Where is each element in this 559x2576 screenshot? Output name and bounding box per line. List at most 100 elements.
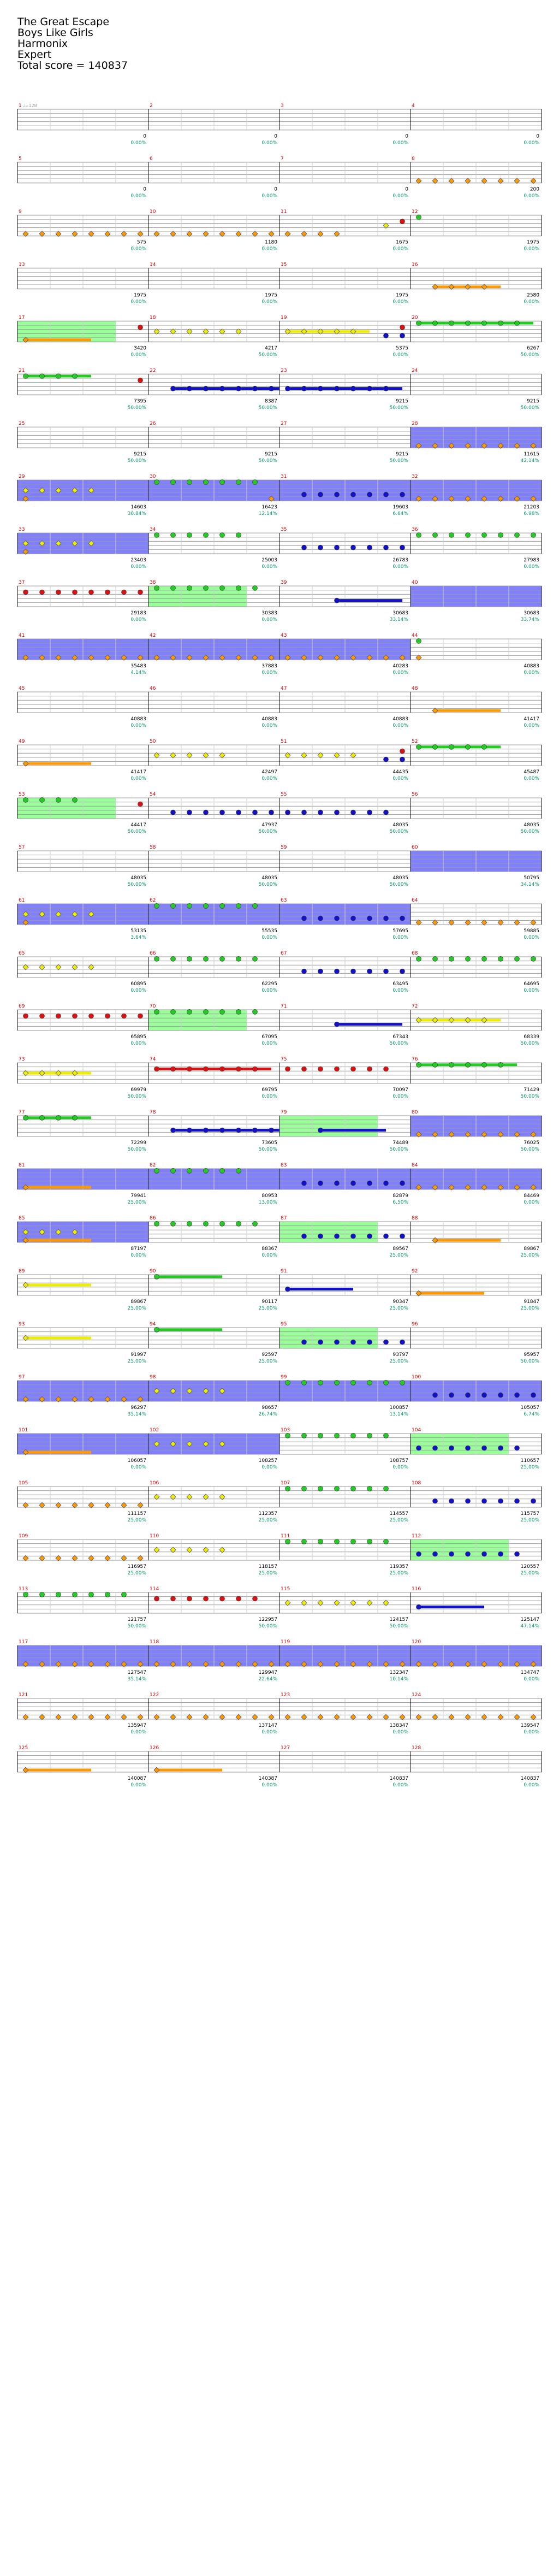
measure-score: 40883 xyxy=(261,716,277,722)
orange-note xyxy=(530,1184,537,1191)
measure-percent: 50.00% xyxy=(521,1094,540,1099)
measure-percent: 0.00% xyxy=(261,723,277,729)
total-score: Total score = 140837 xyxy=(17,60,128,72)
orange-note xyxy=(22,1237,29,1243)
yellow-note xyxy=(317,752,324,759)
tempo-label: ♩=128 xyxy=(23,103,37,108)
green-note xyxy=(23,373,28,379)
orange-note xyxy=(22,1767,29,1773)
green-note xyxy=(170,1221,176,1227)
blue-note xyxy=(236,1127,241,1133)
measure-number: 111 xyxy=(281,1533,290,1539)
measure-score: 9215 xyxy=(396,399,408,404)
yellow-note xyxy=(383,1600,389,1606)
orange-note xyxy=(415,919,422,926)
measure-number: 127 xyxy=(281,1745,290,1751)
green-note xyxy=(154,1274,159,1280)
orange-note xyxy=(268,230,275,237)
measure-percent: 0.00% xyxy=(130,1730,146,1735)
orange-note xyxy=(301,230,307,237)
yellow-note xyxy=(22,540,29,547)
orange-note xyxy=(465,1184,471,1191)
blue-note xyxy=(367,491,372,498)
orange-note xyxy=(284,230,291,237)
green-note xyxy=(465,320,471,326)
red-note xyxy=(23,589,28,595)
blue-note xyxy=(350,1339,356,1345)
green-note xyxy=(187,1221,192,1227)
measure-number: 98 xyxy=(150,1375,156,1380)
measure-score: 40883 xyxy=(393,716,408,722)
red-note xyxy=(121,1013,127,1019)
measure-percent: 25.00% xyxy=(259,1359,278,1364)
measure-percent: 50.00% xyxy=(259,882,278,887)
measure-number: 45 xyxy=(19,686,25,691)
green-note xyxy=(449,744,454,750)
yellow-note xyxy=(186,1388,193,1394)
measure-number: 110 xyxy=(150,1533,159,1539)
measure-score: 8387 xyxy=(265,399,277,404)
orange-note xyxy=(170,230,176,237)
red-note xyxy=(88,589,94,595)
red-note xyxy=(301,1066,307,1072)
orange-note xyxy=(415,177,422,184)
orange-sustain xyxy=(419,1292,484,1295)
measure-percent: 0.00% xyxy=(524,776,539,781)
measure-percent: 0.00% xyxy=(393,352,408,358)
blue-note xyxy=(481,1498,487,1504)
green-note xyxy=(383,1380,389,1385)
yellow-note xyxy=(72,964,78,970)
measure-score: 1675 xyxy=(396,240,408,245)
orange-note xyxy=(432,177,438,184)
orange-note xyxy=(268,495,275,502)
measure-percent: 50.00% xyxy=(259,458,278,464)
green-note xyxy=(416,214,421,220)
measure-score: 40283 xyxy=(393,664,408,669)
red-note xyxy=(252,1596,258,1602)
measure-number: 53 xyxy=(19,792,25,797)
blue-note xyxy=(432,1392,438,1398)
measure-number: 99 xyxy=(281,1375,287,1380)
measure-percent: 0.00% xyxy=(130,193,146,199)
blue-note xyxy=(318,809,323,815)
green-note xyxy=(203,903,209,909)
measure-percent: 25.00% xyxy=(390,1571,409,1576)
blue-note xyxy=(269,386,274,392)
green-note xyxy=(367,1486,372,1491)
measure-score: 63495 xyxy=(393,981,408,987)
measure-number: 118 xyxy=(150,1639,159,1645)
blue-sustain xyxy=(173,1129,280,1132)
green-note xyxy=(416,956,421,962)
green-note xyxy=(154,903,159,909)
measure-number: 93 xyxy=(19,1322,25,1327)
green-note xyxy=(39,797,45,803)
yellow-note xyxy=(72,1070,78,1076)
measure-score: 69795 xyxy=(261,1087,277,1093)
green-note xyxy=(514,320,520,326)
measure-percent: 0.00% xyxy=(261,1094,277,1099)
measure-number: 102 xyxy=(150,1428,159,1433)
measure-score: 70097 xyxy=(393,1087,408,1093)
orange-note xyxy=(121,1661,127,1667)
measure-score: 1975 xyxy=(396,293,408,298)
orange-note xyxy=(317,1714,324,1720)
measure-percent: 25.00% xyxy=(521,1465,540,1470)
orange-note xyxy=(350,654,356,661)
orange-note xyxy=(186,1714,193,1720)
orange-note xyxy=(55,230,62,237)
green-note xyxy=(449,956,454,962)
orange-note xyxy=(465,1131,471,1138)
yellow-note xyxy=(170,1547,176,1553)
blue-note xyxy=(187,386,192,392)
measure-percent: 25.00% xyxy=(521,1518,540,1523)
red-note xyxy=(72,589,78,595)
yellow-note xyxy=(153,1494,160,1500)
red-note xyxy=(400,324,405,330)
red-note xyxy=(154,1596,159,1602)
measure-score: 91997 xyxy=(130,1352,146,1358)
measure-number: 1 xyxy=(19,103,22,109)
measure-percent: 4.14% xyxy=(130,670,146,676)
measure-percent: 25.00% xyxy=(128,1200,147,1205)
green-note xyxy=(154,585,159,591)
blue-note xyxy=(514,1392,520,1398)
